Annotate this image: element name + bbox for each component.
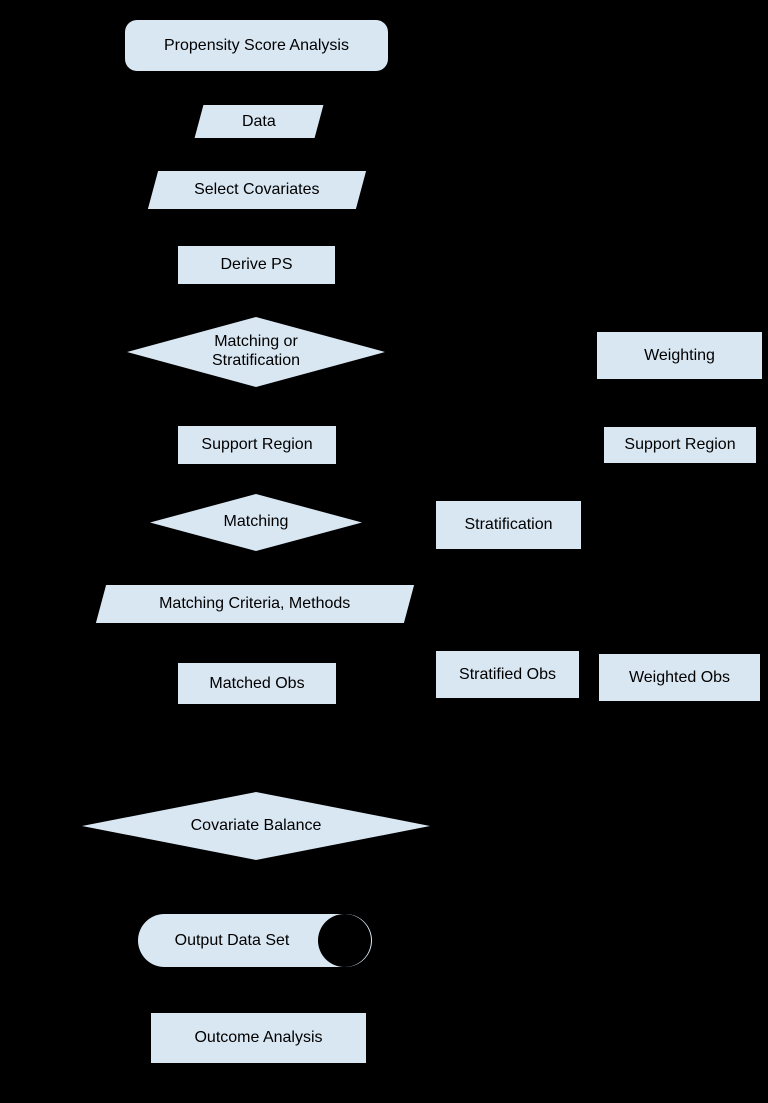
node-matched-obs-label: Matched Obs — [209, 674, 305, 692]
node-matching-or-stratification-label: Matching or Stratification — [211, 333, 301, 369]
node-stratification: Stratification — [436, 501, 581, 549]
node-support-region-right: Support Region — [604, 427, 756, 463]
node-data-io: Data — [194, 105, 324, 138]
node-stratification-label: Stratification — [464, 516, 553, 534]
node-output-data-set-storage: Output Data Set — [138, 914, 372, 967]
node-weighting-label: Weighting — [644, 346, 715, 364]
node-covariate-balance-decision: Covariate Balance — [82, 792, 430, 860]
node-weighted-obs: Weighted Obs — [599, 654, 760, 701]
node-weighted-obs-label: Weighted Obs — [628, 668, 731, 686]
node-stratified-obs: Stratified Obs — [436, 651, 579, 698]
node-data-label: Data — [242, 112, 276, 130]
node-matching-decision: Matching — [150, 494, 362, 551]
node-outcome-analysis: Outcome Analysis — [151, 1013, 366, 1063]
node-matching-criteria-label: Matching Criteria, Methods — [159, 595, 351, 613]
node-support-region-left: Support Region — [178, 426, 336, 464]
node-matching-criteria-io: Matching Criteria, Methods — [95, 585, 415, 623]
node-start-terminator: Propensity Score Analysis — [125, 20, 388, 71]
node-support-region-right-label: Support Region — [624, 436, 736, 454]
node-weighting: Weighting — [597, 332, 762, 379]
node-derive-ps-label: Derive PS — [220, 256, 293, 274]
node-matched-obs: Matched Obs — [178, 663, 336, 704]
storage-cap-circle — [318, 914, 371, 967]
node-matching-or-stratification-decision: Matching or Stratification — [127, 317, 385, 387]
node-derive-ps: Derive PS — [178, 246, 335, 284]
node-covariate-balance-label: Covariate Balance — [190, 816, 322, 834]
node-select-covariates-label: Select Covariates — [194, 181, 320, 199]
node-select-covariates: Select Covariates — [147, 171, 367, 209]
node-outcome-analysis-label: Outcome Analysis — [194, 1029, 323, 1047]
node-support-region-left-label: Support Region — [201, 436, 313, 454]
node-start-label: Propensity Score Analysis — [164, 36, 349, 54]
node-output-data-set-label: Output Data Set — [174, 931, 290, 949]
node-stratified-obs-label: Stratified Obs — [459, 665, 556, 683]
node-matching-label: Matching — [223, 513, 289, 531]
